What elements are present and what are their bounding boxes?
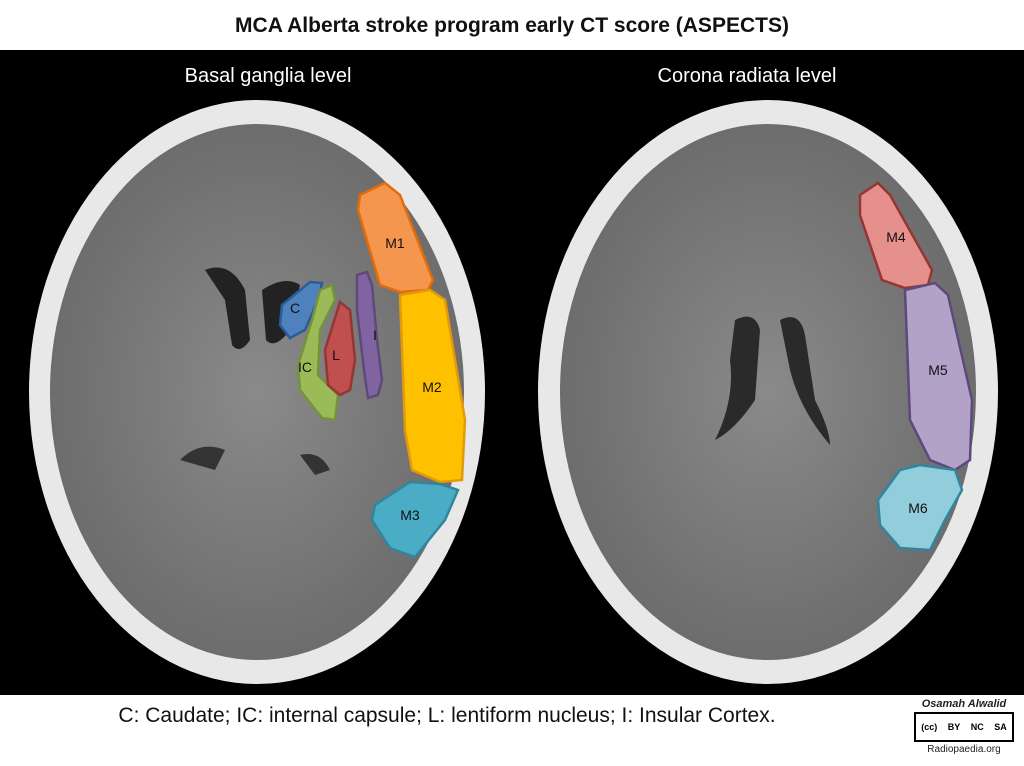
license-by: BY — [947, 722, 961, 732]
region-l — [323, 299, 357, 397]
ct-scan-panel: Basal ganglia level Corona radiata level… — [0, 50, 1024, 695]
panel-label-corona-radiata: Corona radiata level — [658, 65, 837, 87]
label-m6: M6 — [908, 500, 928, 516]
label-ic: IC — [298, 359, 312, 375]
region-m2 — [398, 288, 467, 484]
label-m3: M3 — [400, 507, 420, 523]
region-c — [278, 280, 324, 340]
page-title: MCA Alberta stroke program early CT scor… — [235, 14, 789, 37]
region-m5 — [903, 281, 974, 472]
region-m6 — [876, 463, 964, 552]
label-m1: M1 — [385, 235, 405, 251]
label-m2: M2 — [422, 379, 442, 395]
label-m5: M5 — [928, 362, 948, 378]
credit-block: Osamah Alwalid (cc) BY NC SA Radiopaedia… — [912, 698, 1016, 755]
caption: C: Caudate; IC: internal capsule; L: len… — [118, 704, 776, 727]
license-nc: NC — [970, 722, 984, 732]
label-i: I — [373, 327, 377, 343]
label-c: C — [290, 300, 300, 316]
author: Osamah Alwalid — [921, 698, 1007, 710]
region-m3 — [370, 480, 460, 559]
ct-diagram: Basal ganglia level Corona radiata level… — [29, 65, 998, 684]
label-m4: M4 — [886, 229, 906, 245]
site-link[interactable]: Radiopaedia.org — [927, 744, 1001, 755]
label-l: L — [332, 347, 340, 363]
license-sa: SA — [994, 722, 1007, 732]
region-i — [355, 270, 384, 400]
panel-label-basal-ganglia: Basal ganglia level — [185, 65, 352, 87]
cc-license-badge[interactable]: (cc) BY NC SA — [914, 712, 1014, 742]
cc-icon: (cc) — [921, 722, 938, 732]
